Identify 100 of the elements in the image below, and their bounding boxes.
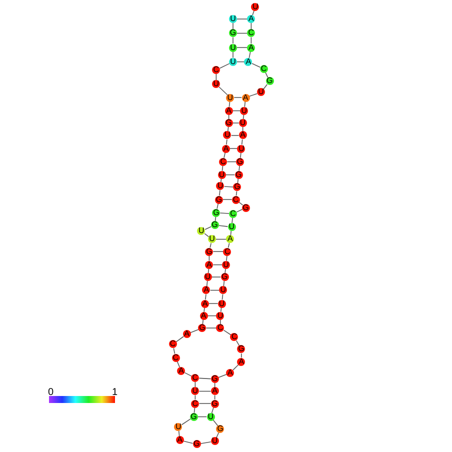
backbone-line bbox=[252, 63, 261, 68]
nucleotide-circle: G bbox=[224, 119, 233, 127]
base-pair-line bbox=[230, 148, 238, 149]
nucleotide-circle: A bbox=[247, 15, 256, 24]
nucleotide-circle: U bbox=[223, 131, 232, 140]
backbone-line bbox=[190, 329, 199, 334]
nucleotide-circle: C bbox=[172, 354, 180, 362]
backbone-line bbox=[176, 336, 184, 342]
nucleotide-circle: G bbox=[198, 324, 206, 332]
nucleotide-circle: C bbox=[191, 400, 200, 408]
backbone-line bbox=[223, 330, 232, 336]
nucleotide-circle: A bbox=[177, 366, 186, 375]
nucleotide-circle: U bbox=[218, 300, 226, 308]
nucleotide-circle: G bbox=[210, 375, 219, 384]
base-pair-line bbox=[198, 378, 212, 380]
nucleotide-circle: U bbox=[226, 94, 234, 102]
backbone-line bbox=[220, 319, 221, 324]
nucleotide-circle: U bbox=[257, 88, 265, 96]
nucleotide-circle: C bbox=[212, 66, 220, 74]
backbone-line bbox=[214, 216, 216, 222]
nucleotide-circle: G bbox=[266, 77, 274, 86]
backbone-line bbox=[210, 242, 212, 248]
backbone-line bbox=[241, 353, 242, 358]
nucleotide-circle: U bbox=[219, 286, 228, 294]
backbone-line bbox=[208, 268, 210, 274]
nucleotide-circle: U bbox=[210, 437, 219, 446]
backbone-line bbox=[218, 86, 228, 96]
backbone-line bbox=[242, 114, 244, 120]
backbone-line bbox=[226, 139, 228, 145]
nucleotide-circle: A bbox=[226, 235, 234, 244]
nucleotide-circle: A bbox=[205, 260, 214, 269]
backbone-line bbox=[228, 101, 230, 108]
backbone-line bbox=[224, 152, 226, 158]
backbone-line bbox=[224, 268, 226, 274]
backbone-line bbox=[241, 139, 243, 145]
base-pair-line bbox=[236, 18, 248, 20]
base-pair-line bbox=[198, 403, 212, 404]
nucleotide-circle: G bbox=[210, 221, 219, 229]
nucleotide-circle: A bbox=[200, 312, 208, 320]
base-pair-line bbox=[216, 238, 227, 240]
backbone-line bbox=[228, 242, 230, 248]
base-pair-line bbox=[222, 199, 232, 200]
backbone-line bbox=[216, 203, 219, 210]
scale-tick-label: 0 bbox=[48, 388, 54, 398]
nucleotide-circle: U bbox=[229, 44, 237, 52]
nucleotide-circle: U bbox=[208, 235, 216, 244]
nucleotide-circle: A bbox=[238, 131, 247, 140]
nucleotide-circle: U bbox=[206, 412, 215, 421]
backbone-line bbox=[181, 418, 191, 426]
backbone-line bbox=[222, 165, 224, 172]
nucleotide-circle: G bbox=[210, 400, 219, 408]
backbone-line bbox=[223, 280, 225, 287]
backbone-line bbox=[249, 93, 258, 97]
backbone-line bbox=[183, 440, 194, 444]
nucleotide-circle: U bbox=[218, 170, 226, 179]
nucleotide-circle: G bbox=[234, 170, 243, 179]
nucleotide-circle: U bbox=[197, 227, 206, 236]
nucleotide-circle: A bbox=[226, 368, 234, 377]
backbone-line bbox=[232, 217, 233, 224]
nucleotide-circle: C bbox=[232, 196, 240, 204]
backbone-line bbox=[206, 280, 208, 287]
backbone-line bbox=[219, 190, 220, 196]
nucleotide-circle: A bbox=[202, 286, 210, 294]
nucleotide-circle: G bbox=[192, 440, 201, 448]
nucleotide-circle: U bbox=[212, 80, 220, 88]
nucleotide-circle: G bbox=[242, 204, 250, 212]
nucleotide-circle: U bbox=[251, 2, 260, 11]
nucleotide-circle: A bbox=[201, 300, 209, 308]
nucleotide-circle: U bbox=[240, 106, 248, 115]
base-pair-line bbox=[232, 122, 240, 124]
nucleotide-circle: A bbox=[224, 106, 233, 115]
nucleotide-circle: G bbox=[216, 425, 224, 433]
backbone-line bbox=[238, 165, 240, 172]
nucleotide-circle: G bbox=[215, 196, 223, 204]
base-pair-line bbox=[224, 186, 234, 188]
nucleotide-circle: A bbox=[210, 387, 219, 396]
nucleotide-circle: C bbox=[191, 374, 200, 382]
backbone-line bbox=[232, 22, 234, 30]
nucleotide-circle: G bbox=[212, 208, 220, 217]
nucleotide-circle: C bbox=[260, 64, 268, 73]
backbone-line bbox=[220, 307, 222, 312]
backbone-line bbox=[220, 178, 222, 183]
backbone-line bbox=[232, 36, 234, 44]
nucleotide-circle: U bbox=[228, 223, 236, 232]
base-pair-line bbox=[218, 225, 228, 227]
base-pair-line bbox=[236, 47, 248, 48]
backbone-line bbox=[202, 319, 204, 324]
nucleotide-circle: G bbox=[229, 29, 237, 38]
nucleotide-circle: G bbox=[220, 273, 229, 282]
backbone-line bbox=[204, 226, 212, 230]
nucleotide-circle: U bbox=[204, 273, 212, 282]
nucleotide-circle: C bbox=[229, 210, 237, 218]
nucleotide-circle: C bbox=[168, 340, 177, 348]
nucleotide-circle: C bbox=[219, 158, 228, 166]
backbone-line bbox=[263, 84, 268, 90]
backbone-line bbox=[219, 63, 230, 69]
nucleotide-circle: C bbox=[247, 29, 256, 38]
backbone-line bbox=[218, 374, 227, 378]
backbone-line bbox=[173, 348, 176, 354]
base-pair-line bbox=[236, 32, 248, 34]
